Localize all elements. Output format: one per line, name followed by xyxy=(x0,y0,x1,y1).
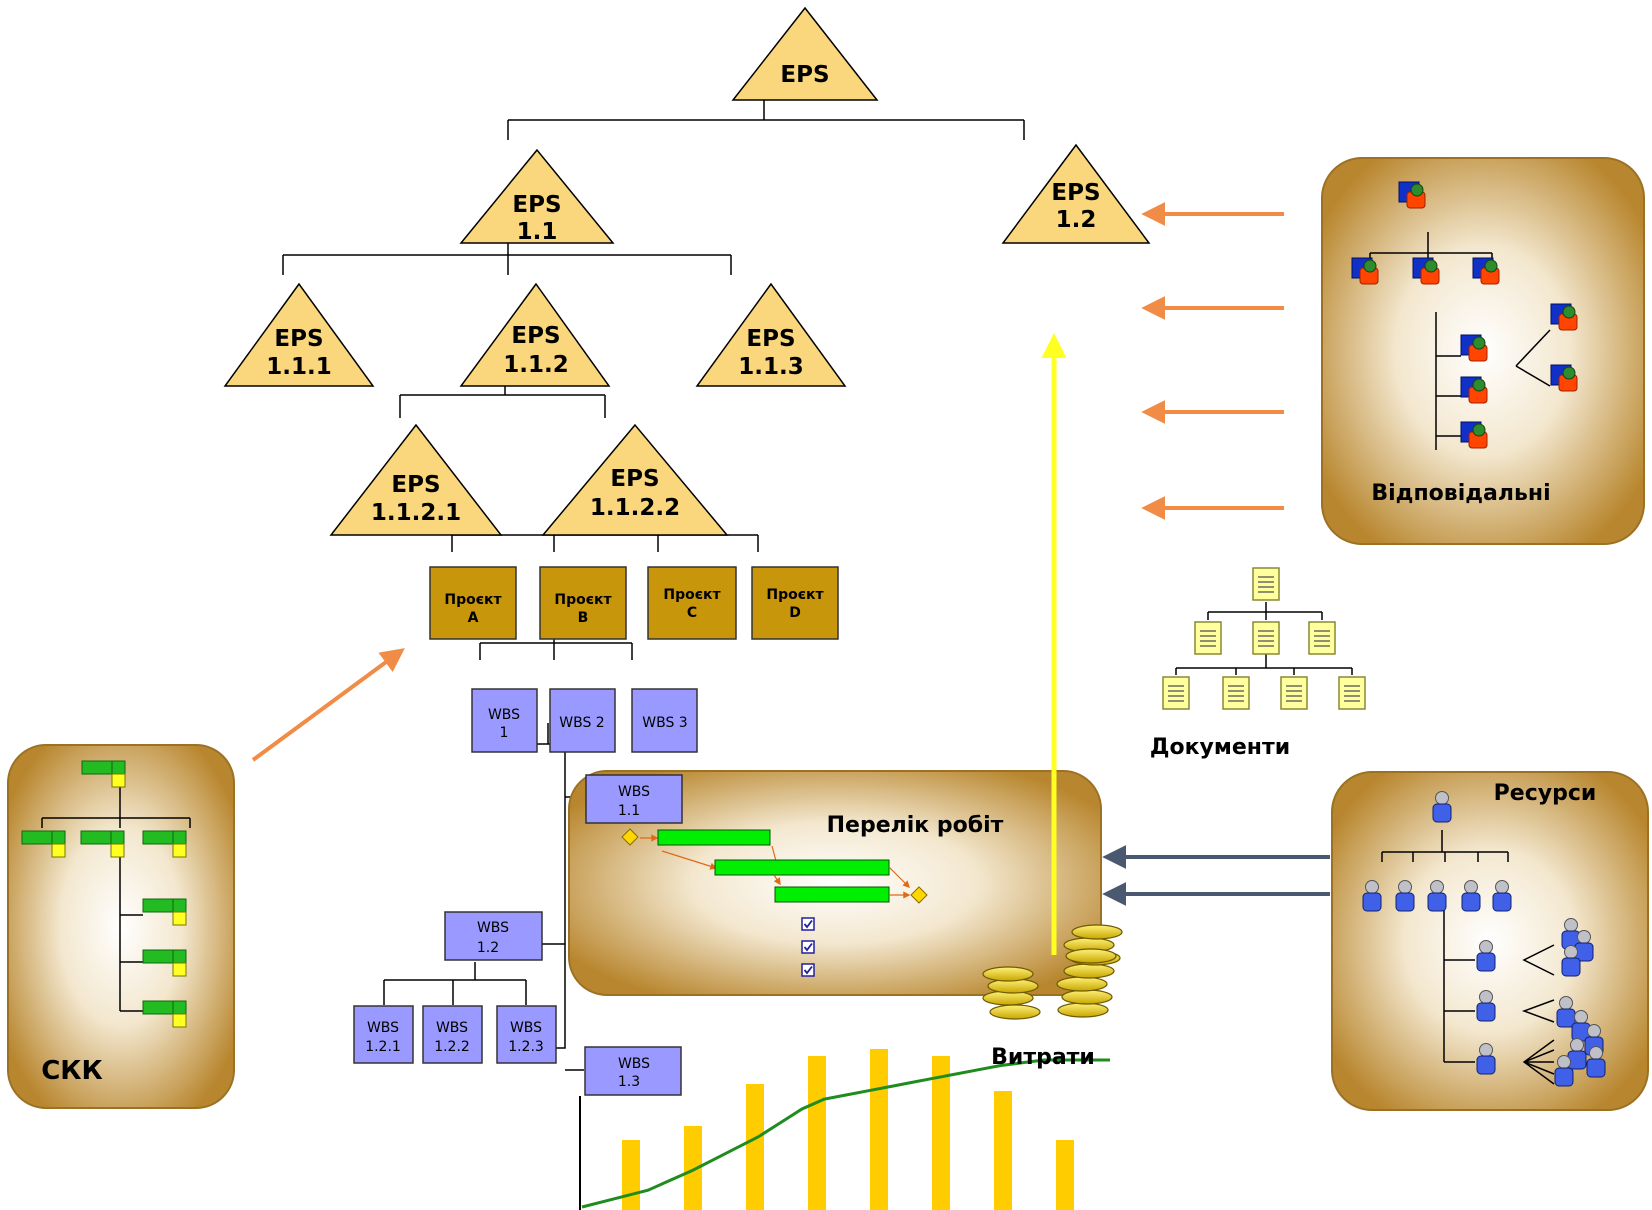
eps-1-1-3: EPS 1.1.3 xyxy=(695,282,847,387)
code-tree-icon xyxy=(21,760,191,1028)
eps-1-1-1: EPS 1.1.1 xyxy=(223,282,375,387)
org-chart-icon xyxy=(1351,181,1578,450)
documents-label: Документи xyxy=(1150,735,1290,760)
cost-bar xyxy=(870,1049,888,1210)
wbs-1-2-1-label-b: 1.2.1 xyxy=(365,1039,401,1055)
eps-1-1-2-2: EPS 1.1.2.2 xyxy=(541,423,729,536)
eps-1-1-2-1-label-a: EPS xyxy=(391,472,440,498)
wbs-1-2-1-box: WBS 1.2.1 xyxy=(353,1005,414,1064)
eps-1-1-2-label-a: EPS xyxy=(511,323,560,349)
project-c-label-a: Проєкт xyxy=(663,587,721,603)
cost-bar xyxy=(932,1056,950,1210)
wbs-1-3-box: WBS 1.3 xyxy=(584,1046,682,1096)
wbs-1-2-label-a: WBS xyxy=(477,920,509,936)
wbs-1-3-label-b: 1.3 xyxy=(618,1074,640,1090)
cost-bar xyxy=(684,1126,702,1210)
cost-bar xyxy=(994,1091,1012,1210)
project-a-label-b: A xyxy=(468,610,479,626)
wbs-1-1-label-b: 1.1 xyxy=(618,803,640,819)
wbs-1-2-1-label-a: WBS xyxy=(367,1020,399,1036)
checkbox-icon xyxy=(801,963,815,977)
eps-1-1-3-label-b: 1.1.3 xyxy=(738,354,804,380)
document-tree-icon xyxy=(1162,567,1366,710)
eps-1-1-2-2-label-a: EPS xyxy=(610,466,659,492)
responsible-title: Відповідальні xyxy=(1371,481,1550,506)
eps-root: EPS xyxy=(731,6,879,101)
eps-1-2-label-b: 1.2 xyxy=(1056,207,1097,233)
wbs-3-box: WBS 3 xyxy=(631,688,698,753)
project-a-label-a: Проєкт xyxy=(444,592,502,608)
eps-1-1-1-label-b: 1.1.1 xyxy=(266,354,332,380)
project-b-box: Проєкт B xyxy=(539,566,627,640)
wbs-1-2-2-box: WBS 1.2.2 xyxy=(422,1005,483,1064)
gantt-chart-icon xyxy=(621,828,928,977)
resources-panel: Ресурси xyxy=(1331,771,1649,1111)
project-c-box: Проєкт C xyxy=(647,566,737,640)
checkbox-icon xyxy=(801,917,815,931)
cost-bar xyxy=(622,1140,640,1210)
project-b-label-b: B xyxy=(578,610,589,626)
wbs-1-label-b: 1 xyxy=(500,725,509,741)
skk-label: СКК xyxy=(41,1056,103,1086)
project-c-label-b: C xyxy=(687,605,697,621)
eps-1-1-3-label-a: EPS xyxy=(746,326,795,352)
wbs-1-3-label-a: WBS xyxy=(618,1056,650,1072)
wbs-1-2-2-label-a: WBS xyxy=(436,1020,468,1036)
eps-1-2: EPS 1.2 xyxy=(1001,143,1151,244)
project-d-label-b: D xyxy=(789,605,801,621)
wbs-3-label: WBS 3 xyxy=(642,715,687,731)
eps-1-2-label-a: EPS xyxy=(1051,180,1100,206)
wbs-1-2-3-label-b: 1.2.3 xyxy=(508,1039,544,1055)
skk-to-projects-arrow xyxy=(251,648,405,762)
wbs-1-2-label-b: 1.2 xyxy=(477,940,499,956)
eps-1-1-2-label-b: 1.1.2 xyxy=(503,352,569,378)
cost-chart xyxy=(579,1049,1110,1210)
cost-bar xyxy=(808,1056,826,1210)
cost-bars xyxy=(622,1049,1074,1210)
milestone-diamond-icon xyxy=(621,828,639,846)
eps-1-1-2-1: EPS 1.1.2.1 xyxy=(329,423,503,536)
wbs-2-label: WBS 2 xyxy=(559,715,604,731)
responsible-arrows xyxy=(1141,202,1284,520)
project-d-box: Проєкт D xyxy=(751,566,839,640)
wbs-1-2-box: WBS 1.2 xyxy=(444,911,543,961)
skk-panel: СКК xyxy=(7,744,235,1109)
people-tree-icon xyxy=(1362,791,1606,1087)
project-a-box: Проєкт A xyxy=(429,566,517,640)
wbs-1-box: WBS 1 xyxy=(471,688,538,753)
eps-1-1-2: EPS 1.1.2 xyxy=(459,282,611,387)
wbs-2-box: WBS 2 xyxy=(549,688,616,753)
eps-1-1-1-label-a: EPS xyxy=(274,326,323,352)
cost-bar xyxy=(746,1084,764,1210)
tasks-title: Перелік робіт xyxy=(827,813,1004,838)
resources-arrows xyxy=(1102,845,1330,906)
resources-title: Ресурси xyxy=(1494,781,1597,806)
wbs-1-2-3-label-a: WBS xyxy=(510,1020,542,1036)
checkbox-icon xyxy=(801,940,815,954)
wbs-1-label-a: WBS xyxy=(488,707,520,723)
eps-1-1-label-b: 1.1 xyxy=(517,219,558,245)
eps-1-1-2-1-label-b: 1.1.2.1 xyxy=(371,500,461,526)
wbs-1-2-3-box: WBS 1.2.3 xyxy=(496,1005,557,1064)
eps-1-1-2-2-label-b: 1.1.2.2 xyxy=(590,495,680,521)
cost-bar xyxy=(1056,1140,1074,1210)
wbs-1-2-2-label-b: 1.2.2 xyxy=(434,1039,470,1055)
costs-label: Витрати xyxy=(991,1045,1095,1070)
responsible-panel: Відповідальні xyxy=(1321,157,1645,545)
project-d-label-a: Проєкт xyxy=(766,587,824,603)
project-b-label-a: Проєкт xyxy=(554,592,612,608)
wbs-1-1-box: WBS 1.1 xyxy=(585,774,683,824)
eps-root-label: EPS xyxy=(780,62,829,88)
milestone-diamond-icon xyxy=(910,886,928,904)
eps-1-1: EPS 1.1 xyxy=(459,148,615,245)
tasks-panel: Перелік робіт xyxy=(568,770,1102,996)
cost-curve xyxy=(581,1058,1110,1209)
eps-1-1-label-a: EPS xyxy=(512,192,561,218)
wbs-1-1-label-a: WBS xyxy=(618,784,650,800)
